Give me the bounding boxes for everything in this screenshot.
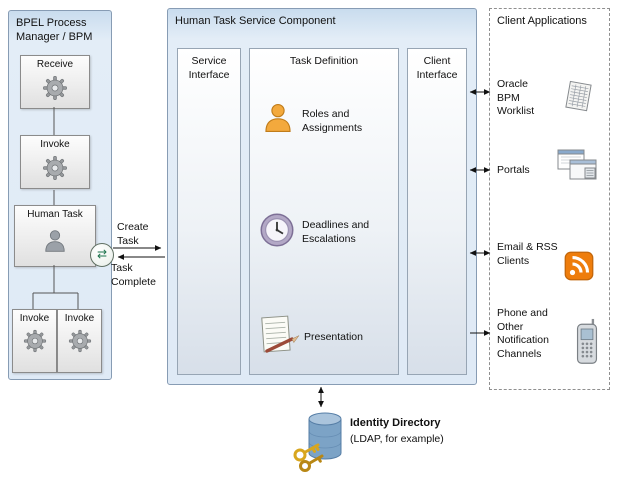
roles-label: Roles and Assignments <box>302 108 363 134</box>
receive-label: Receive <box>36 59 74 70</box>
client-apps-title: Client Applications <box>497 15 587 27</box>
worklist-label: Oracle BPM Worklist <box>497 78 535 118</box>
roles-person-icon <box>261 98 295 138</box>
identity-directory-title: Identity Directory <box>350 417 441 429</box>
invoke-left-label: Invoke <box>19 313 50 324</box>
client-interface-column: Client Interface <box>407 48 467 375</box>
task-definition-title: Task Definition <box>289 55 359 67</box>
identity-directory-subtitle: (LDAP, for example) <box>350 433 444 445</box>
hts-panel-title: Human Task Service Component <box>175 15 336 27</box>
portals-icon <box>556 148 600 188</box>
gear-icon <box>22 328 48 354</box>
create-task-label: Create Task <box>117 221 149 247</box>
gear-icon <box>67 328 93 354</box>
notepad-pencil-icon <box>256 313 300 357</box>
email-rss-label: Email & RSS Clients <box>497 241 558 267</box>
client-interface-title: Client Interface <box>416 55 458 81</box>
phone-icon <box>574 318 600 366</box>
task-complete-label: Task Complete <box>111 262 156 288</box>
receive-node: Receive <box>20 55 90 109</box>
identity-directory-icon <box>288 406 350 474</box>
worklist-icon <box>560 78 596 114</box>
rss-icon <box>564 251 594 281</box>
task-sync-icon: ⇄ <box>90 243 114 267</box>
service-interface-column: Service Interface <box>177 48 241 375</box>
bpel-panel-title: BPEL Process Manager / BPM <box>16 17 93 44</box>
portals-label: Portals <box>497 164 530 176</box>
phone-label: Phone and Other Notification Channels <box>497 307 549 360</box>
invoke-right-node: Invoke <box>57 309 102 373</box>
human-task-label: Human Task <box>27 209 83 220</box>
human-task-node: Human Task <box>14 205 96 267</box>
service-interface-title: Service Interface <box>188 55 230 81</box>
person-icon <box>42 224 68 258</box>
deadlines-label: Deadlines and Escalations <box>302 219 370 245</box>
invoke-left-node: Invoke <box>12 309 57 373</box>
clock-icon <box>259 212 295 248</box>
gear-icon <box>41 74 69 102</box>
invoke-node: Invoke <box>20 135 90 189</box>
presentation-label: Presentation <box>304 331 363 343</box>
invoke-label: Invoke <box>40 139 70 150</box>
client-apps-panel: Client Applications <box>489 8 610 390</box>
invoke-right-label: Invoke <box>64 313 95 324</box>
gear-icon <box>41 154 69 182</box>
